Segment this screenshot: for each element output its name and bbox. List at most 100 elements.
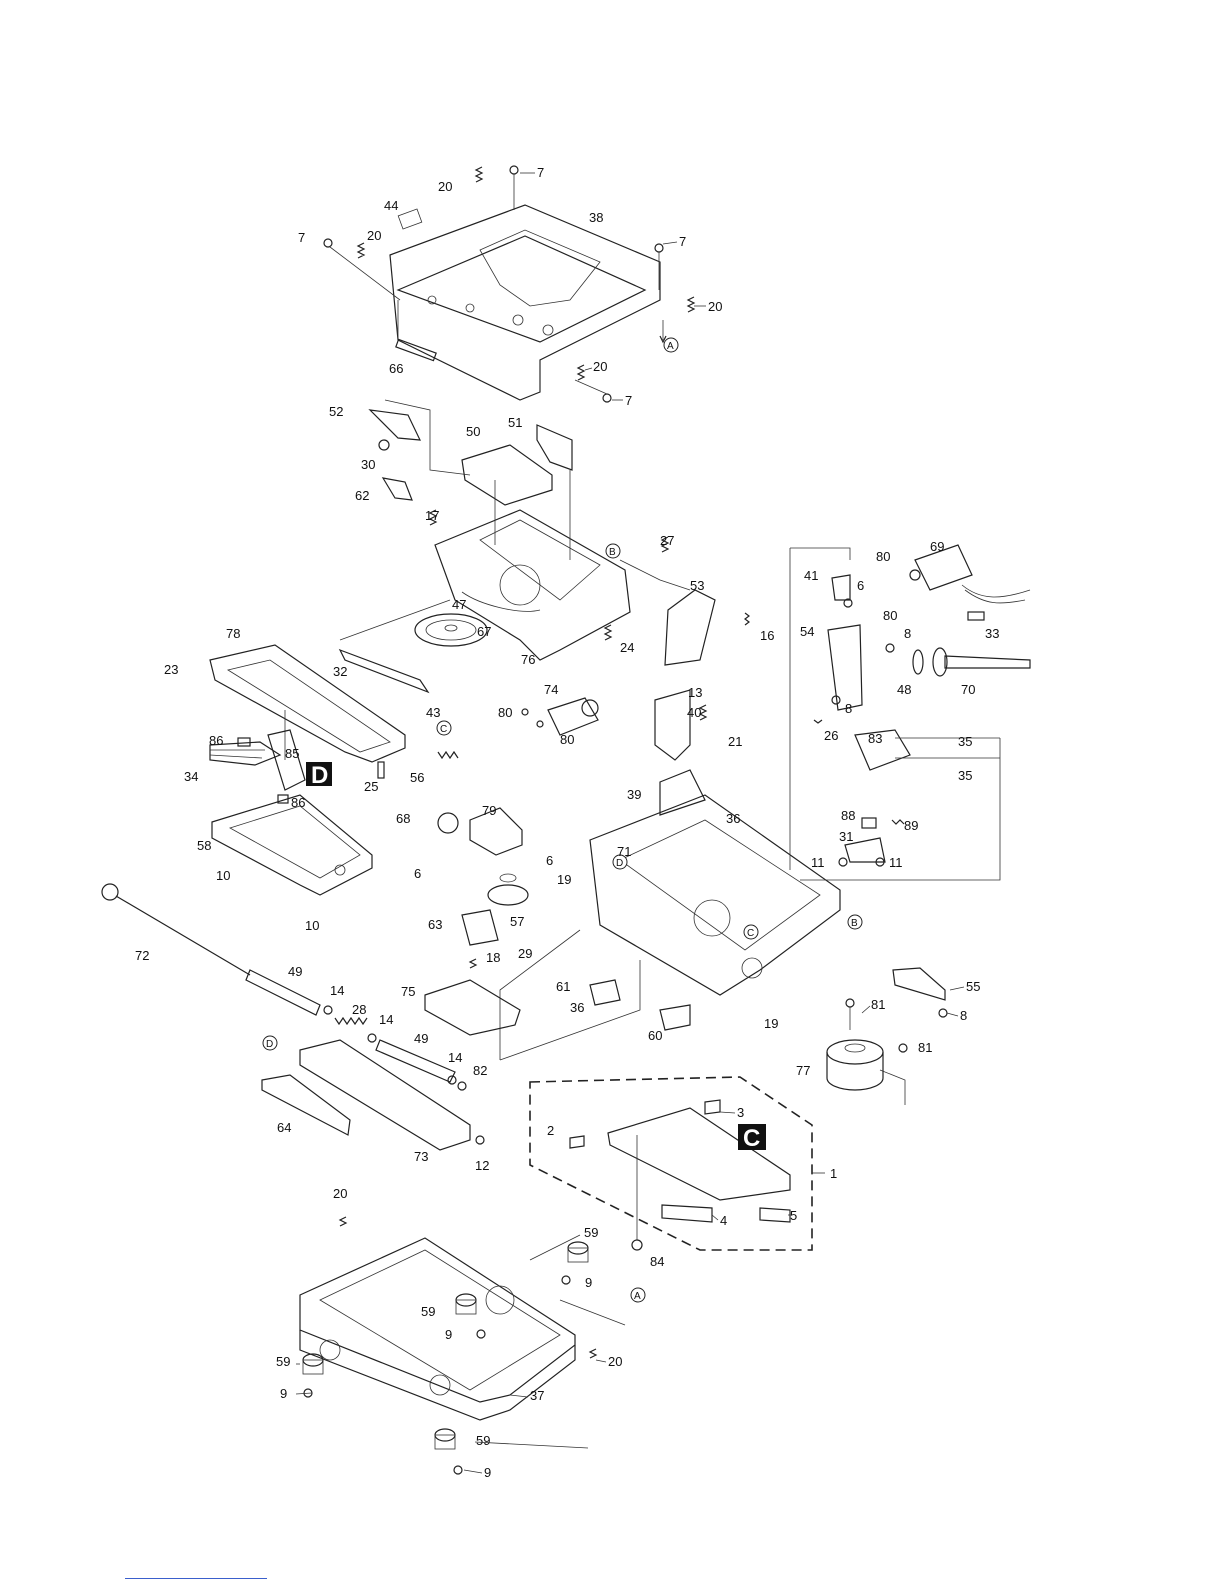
label-25: 25 [364,779,378,794]
label-30: 30 [361,457,375,472]
label-82: 82 [473,1063,487,1078]
label-59: 59 [421,1304,435,1319]
label-74: 74 [544,682,558,697]
label-32: 32 [333,664,347,679]
leads-mid [338,399,750,694]
label-81: 81 [918,1040,932,1055]
bracket-39-40 [654,689,708,816]
label-19: 19 [557,872,571,887]
label-8: 8 [960,1008,967,1023]
pcb-assembly-1 [529,1076,825,1251]
part-labels: 7 20 44 38 7 20 7 20 66 20 7 52 51 50 30… [135,165,999,1480]
label-6: 6 [546,853,553,868]
label-36: 36 [570,1000,584,1015]
label-75: 75 [401,984,415,999]
label-59: 59 [276,1354,290,1369]
label-9: 9 [585,1275,592,1290]
label-8: 8 [904,626,911,641]
label-36: 36 [726,811,740,826]
label-7: 7 [298,230,305,245]
bracket-50 [461,444,553,506]
label-35: 35 [958,768,972,783]
label-7: 7 [625,393,632,408]
label-80: 80 [883,608,897,623]
label-12: 12 [475,1158,489,1173]
bracket-55 [892,967,948,1018]
label-62: 62 [355,488,369,503]
label-26: 26 [824,728,838,743]
callout-c-box [738,1124,766,1150]
label-56: 56 [410,770,424,785]
label-63: 63 [428,917,442,932]
label-2: 2 [547,1123,554,1138]
label-89: 89 [904,818,918,833]
parts-88-89-31 [838,817,905,867]
main-chassis-71 [499,794,841,1061]
label-18: 18 [486,950,500,965]
parts-60-61 [589,979,691,1031]
label-52: 52 [329,404,343,419]
label-19: 19 [764,1016,778,1031]
label-4: 4 [720,1213,727,1228]
label-24: 24 [620,640,634,655]
spring-28-shaft-49 [334,1016,467,1091]
label-3: 3 [737,1105,744,1120]
label-38: 38 [589,210,603,225]
top-chassis-38 [389,204,661,401]
bracket-79 [469,807,523,856]
gear-48-shaft-70 [912,647,1031,677]
label-9: 9 [445,1327,452,1342]
label-72: 72 [135,948,149,963]
label-33: 33 [985,626,999,641]
label-7: 7 [679,234,686,249]
label-49: 49 [288,964,302,979]
label-48: 48 [897,682,911,697]
label-55: 55 [966,979,980,994]
label-59: 59 [476,1433,490,1448]
label-6: 6 [857,578,864,593]
label-51: 51 [508,415,522,430]
label-57: 57 [510,914,524,929]
label-58: 58 [197,838,211,853]
ref-a-bottom: A [634,1291,641,1302]
frame-box-right [789,547,1001,881]
label-71: 71 [617,844,631,859]
label-11: 11 [811,855,825,870]
label-49: 49 [414,1031,428,1046]
footer-rule [125,1578,267,1579]
gear-67 [414,613,488,647]
slider-58 [211,794,373,896]
cable-34 [209,741,282,766]
label-17: 17 [425,508,439,523]
ref-b-mid: B [851,918,858,929]
label-20: 20 [438,179,452,194]
label-14: 14 [448,1050,462,1065]
label-20: 20 [593,359,607,374]
motor-69 [909,544,1031,621]
slider-75 [424,958,521,1036]
label-40: 40 [687,705,701,720]
label-84: 84 [650,1254,664,1269]
label-85: 85 [285,746,299,761]
ref-d-left: D [266,1039,273,1050]
ref-b-top: B [609,547,616,558]
label-1: 1 [830,1166,837,1181]
bracket-41-54 [813,574,895,724]
label-28: 28 [352,1002,366,1017]
label-73: 73 [414,1149,428,1164]
lever-63 [461,909,499,946]
label-53: 53 [690,578,704,593]
ref-d-mid: D [616,858,623,869]
label-80: 80 [498,705,512,720]
label-81: 81 [871,997,885,1012]
bottom-chassis-37 [299,1216,626,1421]
ref-c-left: C [440,724,447,735]
label-14: 14 [330,983,344,998]
motor-77 [826,998,908,1105]
label-68: 68 [396,811,410,826]
label-21: 21 [728,734,742,749]
label-47: 47 [452,597,466,612]
callout-c: C [743,1125,760,1152]
lever-51-52 [368,409,573,501]
mid-chassis-76 [434,509,631,661]
